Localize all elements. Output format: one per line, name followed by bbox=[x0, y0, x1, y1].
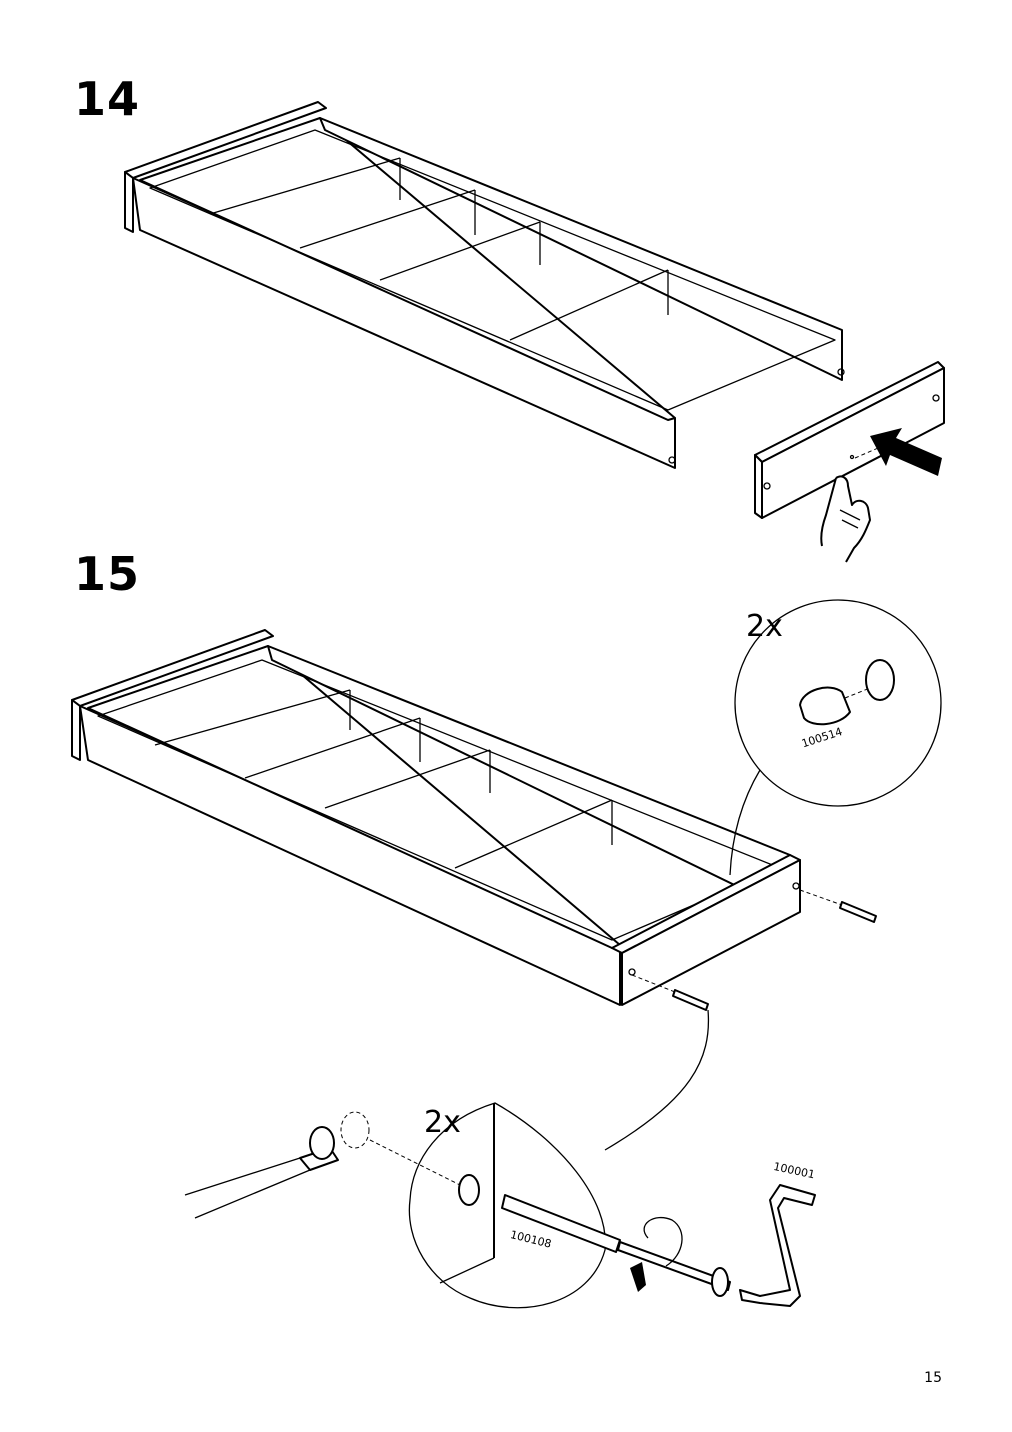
pushing-hand-icon bbox=[820, 475, 871, 563]
step-number-15: 15 bbox=[74, 547, 141, 601]
drawer-frame-open bbox=[124, 101, 845, 469]
drawer-frame-assembled bbox=[71, 629, 801, 1006]
cam-lock-quantity: 2x bbox=[746, 609, 783, 644]
screwdriver-icon bbox=[184, 1111, 461, 1219]
rotate-arrow-icon bbox=[630, 1216, 683, 1292]
push-arrow-icon bbox=[854, 428, 942, 476]
front-panel bbox=[754, 361, 945, 519]
callout-dowel-screw bbox=[408, 1009, 731, 1309]
screw-small-icon bbox=[631, 889, 877, 1011]
page-number: 15 bbox=[924, 1370, 942, 1386]
step-number-14: 14 bbox=[74, 72, 141, 126]
callout-cam-lock bbox=[729, 599, 942, 876]
dowel-screw-quantity: 2x bbox=[424, 1105, 461, 1140]
allen-key-icon bbox=[739, 1184, 816, 1307]
